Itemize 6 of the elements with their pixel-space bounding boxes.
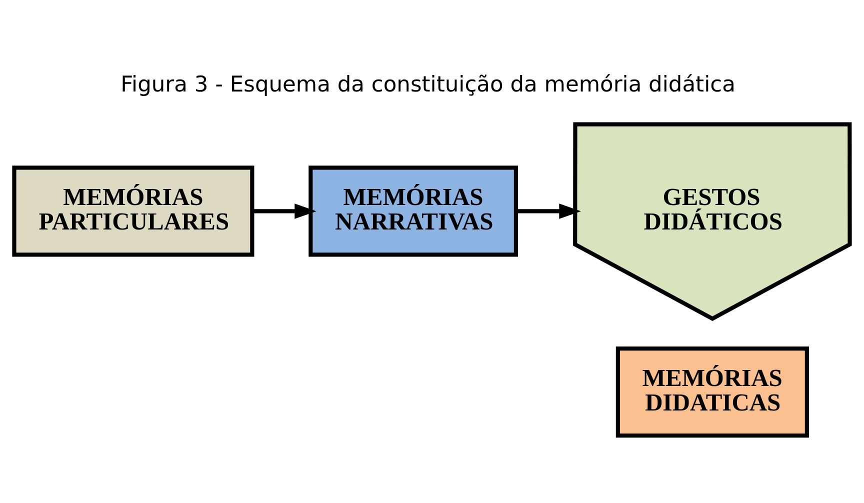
node-box: MEMÓRIAS DIDATICAS — [616, 346, 809, 438]
diagram-title: Figura 3 - Esquema da constituição da memória didática — [120, 72, 736, 97]
arrow — [516, 203, 581, 218]
node-box: MEMÓRIAS NARRATIVAS — [308, 165, 518, 256]
arrow — [252, 203, 316, 218]
node-box: MEMÓRIAS PARTICULARES — [12, 165, 254, 256]
